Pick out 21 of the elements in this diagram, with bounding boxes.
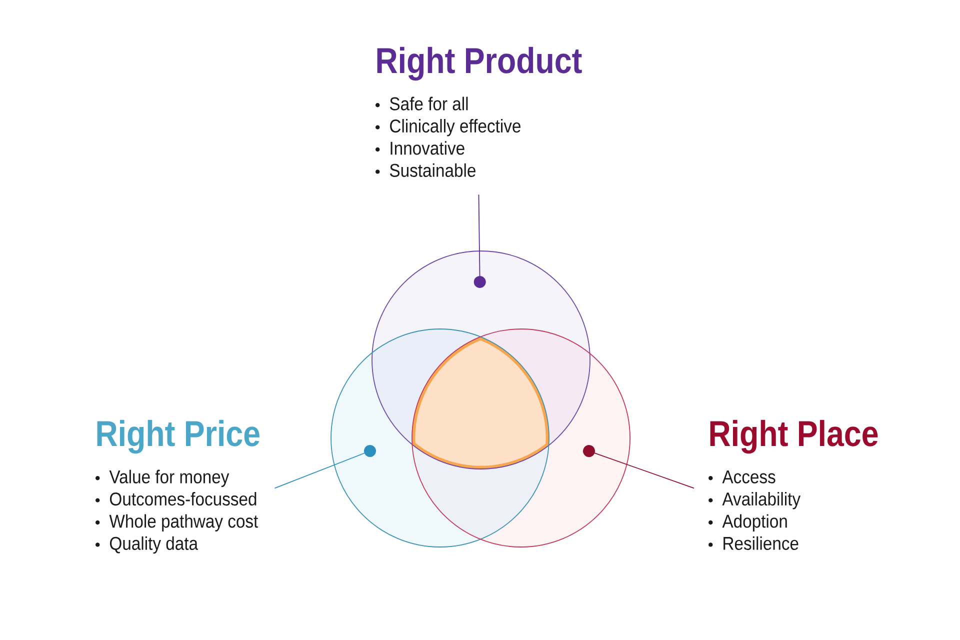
leader-line [583, 445, 694, 489]
venn-circle [330, 328, 550, 548]
list-item: Whole pathway cost [109, 514, 258, 532]
list-item: Adoption [722, 514, 787, 532]
venn-circle [372, 250, 590, 470]
venn-circle [412, 328, 630, 548]
leader-line [474, 194, 486, 288]
list-item: Outcomes-focussed [110, 492, 256, 506]
list-item: Safe for all [390, 96, 468, 110]
list-item: Sustainable [390, 163, 476, 177]
heading: Right Product [377, 46, 582, 81]
list-item: Quality data [110, 536, 198, 554]
list-item: Value for money [109, 470, 230, 488]
list-item: Clinically effective [390, 118, 520, 136]
list-item: Availability [722, 492, 801, 510]
list-item: Resilience [724, 536, 798, 550]
heading: Right Place [710, 420, 878, 454]
leader-line [274, 444, 376, 489]
heading: Right Price [97, 420, 260, 454]
list-item: Access [722, 470, 776, 484]
list-item: Innovative [390, 141, 464, 155]
